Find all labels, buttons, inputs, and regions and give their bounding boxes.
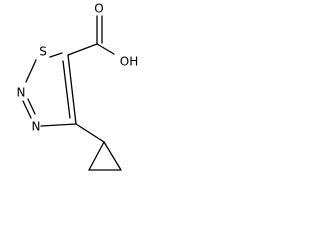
bond-c5-carboxyl (67, 43, 98, 56)
bond-c4-c5-b (62, 60, 71, 119)
atom-carbonyl-oxygen-label: O (94, 2, 103, 16)
atom-nitrogen-top-label: N (17, 86, 26, 100)
bond-n3-c4 (40, 123, 77, 127)
chemical-structure-diagram: S N N O OH (17, 2, 138, 171)
bond-c-oh (96, 43, 115, 55)
bond-n2-n3-a (22, 100, 32, 119)
bond-c4-c5-a (67, 54, 77, 125)
atom-nitrogen-bottom-label: N (32, 120, 41, 134)
bond-n2-n3-b (27, 98, 36, 115)
bond-s-n2 (25, 59, 37, 83)
bond-cyclopropyl-1 (88, 141, 105, 171)
atom-sulfur-label: S (39, 45, 47, 59)
bond-cyclopropyl-3 (103, 141, 122, 171)
atom-hydroxyl-label: OH (120, 55, 138, 69)
bond-s-c5 (49, 52, 63, 58)
bond-c4-cyclopropyl (75, 123, 105, 143)
